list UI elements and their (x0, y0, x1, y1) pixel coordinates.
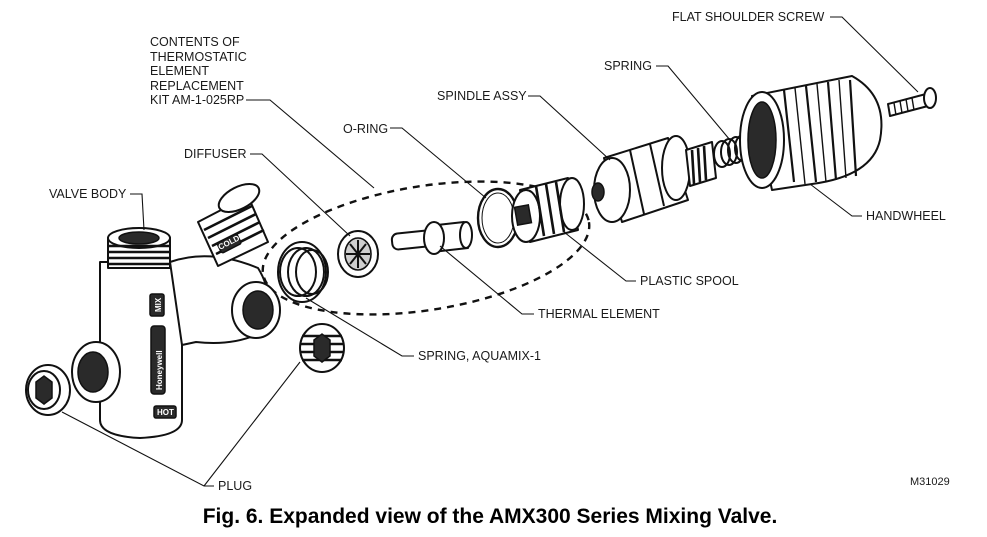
label-plastic-spool: PLASTIC SPOOL (640, 274, 739, 288)
plastic-spool (511, 177, 585, 243)
label-kit-line3: ELEMENT (150, 64, 209, 78)
leader-diffuser (250, 153, 351, 237)
label-spring-aquamix: SPRING, AQUAMIX-1 (418, 349, 541, 363)
handwheel (739, 75, 883, 191)
label-handwheel: HANDWHEEL (866, 209, 946, 223)
leader-flat-shoulder-screw (830, 16, 919, 93)
label-diffuser: DIFFUSER (184, 147, 247, 161)
label-kit-line2: THERMOSTATIC (150, 50, 247, 64)
leader-spring-aquamix (305, 297, 414, 357)
flat-shoulder-screw (887, 87, 937, 117)
label-spindle-assy: SPINDLE ASSY (437, 89, 527, 103)
hot-embossing: HOT (157, 408, 174, 417)
mix-embossing: MIX (154, 297, 163, 312)
figure-code: M31029 (910, 476, 950, 488)
label-o-ring: O-RING (343, 122, 388, 136)
leader-thermal-element (439, 245, 534, 315)
label-kit-line1: CONTENTS OF (150, 35, 240, 49)
figure-caption: Fig. 6. Expanded view of the AMX300 Seri… (203, 505, 778, 528)
leader-valve-body (130, 193, 145, 231)
kit-boundary (261, 180, 591, 316)
leader-kit (246, 99, 375, 189)
leader-spindle-assy (528, 95, 611, 161)
brand-embossing: Honeywell (155, 350, 164, 390)
leader-o-ring (390, 127, 487, 199)
label-spring: SPRING (604, 59, 652, 73)
diffuser (337, 230, 379, 278)
label-thermal-element: THERMAL ELEMENT (538, 307, 660, 321)
label-kit-line4: REPLACEMENT (150, 79, 244, 93)
spindle-assembly (591, 135, 717, 223)
plug-left (25, 364, 71, 416)
label-valve-body: VALVE BODY (49, 187, 127, 201)
thermal-element (390, 221, 473, 255)
leader-spring (656, 65, 731, 141)
leader-plug-right (203, 361, 301, 487)
label-kit-line5: KIT AM-1-025RP (150, 93, 244, 107)
leader-plastic-spool (563, 231, 636, 282)
valve-body: MIX Honeywell HOT COLD (71, 183, 281, 439)
leader-handwheel (809, 183, 862, 217)
spring-aquamix (277, 241, 329, 303)
label-flat-shoulder-screw: FLAT SHOULDER SCREW (672, 10, 825, 24)
label-plug: PLUG (218, 479, 252, 493)
plug-right (299, 323, 345, 373)
